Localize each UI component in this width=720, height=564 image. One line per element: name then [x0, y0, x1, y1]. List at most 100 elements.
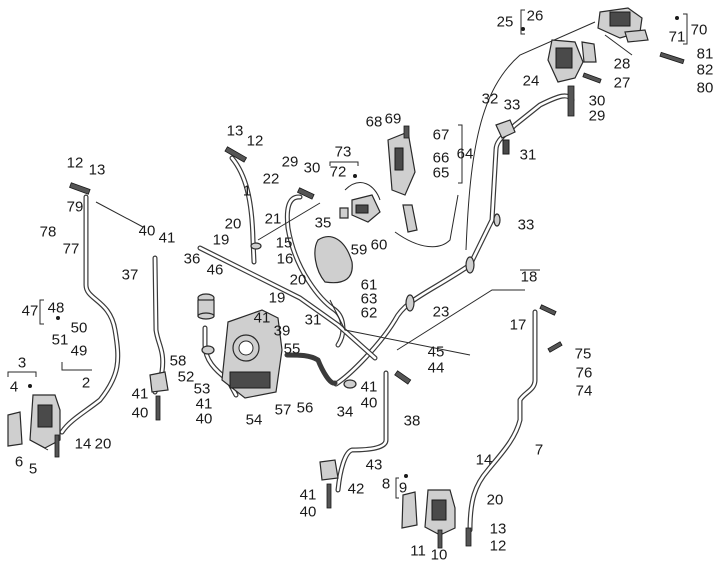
clamp-23	[465, 256, 475, 274]
callout-label: 80	[696, 79, 714, 97]
callout-label: 17	[509, 316, 527, 334]
callout-label: 20	[486, 491, 504, 509]
callout-label: 37	[121, 266, 139, 284]
bolt-29	[296, 187, 315, 200]
callout-label: 40	[131, 404, 149, 422]
callout-label: 13	[226, 122, 244, 140]
callout-label: 16	[276, 250, 294, 268]
callout-label: 2	[81, 374, 91, 392]
bolt-40-right	[394, 370, 412, 385]
bolt-80	[659, 51, 685, 65]
callout-label: 7	[534, 441, 544, 459]
callout-label: 41	[360, 378, 378, 396]
callout-label: 3	[17, 354, 27, 372]
clamp-21	[250, 242, 262, 250]
callout-label: 9	[398, 479, 408, 497]
callout-label: 62	[360, 304, 378, 322]
callout-label: 59	[350, 241, 368, 259]
callout-label: 61	[360, 276, 378, 294]
callout-label: 34	[336, 403, 354, 421]
callout-label: 26	[526, 7, 544, 25]
callout-label: 77	[62, 240, 80, 258]
abs-unit	[221, 309, 283, 399]
top-unit-70	[597, 7, 649, 43]
callout-label: 60	[370, 236, 388, 254]
bracket-31	[495, 119, 516, 139]
bolt-18	[539, 304, 557, 316]
callout-label: 12	[246, 132, 264, 150]
callout-label: 19	[268, 289, 286, 307]
callout-label: 35	[314, 214, 332, 232]
callout-label: 54	[245, 411, 263, 429]
callout-label: 74	[575, 382, 593, 400]
callout-label: 20	[94, 435, 112, 453]
callout-label: 53	[193, 380, 211, 398]
callout-label: 44	[427, 359, 445, 377]
callout-label: 65	[432, 164, 450, 182]
callout-label: 8	[381, 475, 391, 493]
callout-label: 64	[456, 145, 474, 163]
callout-label: 68	[365, 113, 383, 131]
callout-label: 28	[613, 55, 631, 73]
callout-label: 41	[195, 395, 213, 413]
callout-label: 81	[696, 45, 714, 63]
callout-label: 55	[283, 340, 301, 358]
reservoir	[197, 293, 215, 320]
callout-label: 19	[212, 231, 230, 249]
callout-label: 38	[403, 412, 421, 430]
callout-label: 33	[517, 216, 535, 234]
callout-label: 31	[519, 146, 537, 164]
callout-label: 32	[481, 90, 499, 108]
bolt-27	[582, 72, 602, 84]
callout-label: 40	[195, 410, 213, 428]
master-cylinder-73	[339, 194, 381, 223]
group-brackets	[7, 9, 688, 499]
callout-label: 51	[51, 331, 69, 349]
components	[7, 7, 685, 549]
callout-label: 72	[329, 163, 347, 181]
clamp-34	[343, 379, 357, 389]
callout-label: 14	[475, 451, 493, 469]
pedal-assembly	[387, 125, 418, 233]
clamp-58	[201, 345, 215, 355]
callout-label: 67	[432, 126, 450, 144]
callout-label: 27	[613, 74, 631, 92]
callout-label: 47	[21, 302, 39, 320]
callout-label: 22	[262, 170, 280, 188]
clamp-23b	[405, 294, 415, 312]
callout-label: 6	[14, 453, 24, 471]
callout-label: 15	[275, 234, 293, 252]
callout-label: 31	[304, 311, 322, 329]
bolt-12-left	[69, 182, 91, 195]
clamp-33	[493, 213, 501, 227]
callout-label: 79	[66, 198, 84, 216]
line-55	[284, 352, 338, 386]
callout-label: 71	[668, 28, 686, 46]
bolt-12-top	[224, 146, 248, 163]
callout-label: 10	[430, 546, 448, 564]
leader-lines	[61, 21, 633, 371]
callout-label: 21	[264, 210, 282, 228]
lower-pump	[319, 459, 339, 509]
brake-lines	[59, 93, 575, 533]
callout-label: 12	[66, 154, 84, 172]
callout-label: 24	[522, 72, 540, 90]
callout-label: 29	[588, 107, 606, 125]
bracket-61	[314, 236, 353, 284]
top-caliper	[547, 39, 597, 117]
callout-label: 76	[575, 364, 593, 382]
bolt-75	[547, 341, 563, 353]
callout-label: 40	[299, 503, 317, 521]
callout-label: 66	[432, 149, 450, 167]
callout-label: 58	[169, 352, 187, 370]
callout-label: 14	[74, 435, 92, 453]
callout-label: 43	[365, 456, 383, 474]
callout-label: 41	[158, 229, 176, 247]
callout-label: 33	[503, 96, 521, 114]
callout-label: 50	[70, 319, 88, 337]
callout-label: 48	[47, 299, 65, 317]
callout-label: 29	[281, 153, 299, 171]
bracket-31b	[502, 139, 510, 155]
callout-label: 5	[28, 460, 38, 478]
